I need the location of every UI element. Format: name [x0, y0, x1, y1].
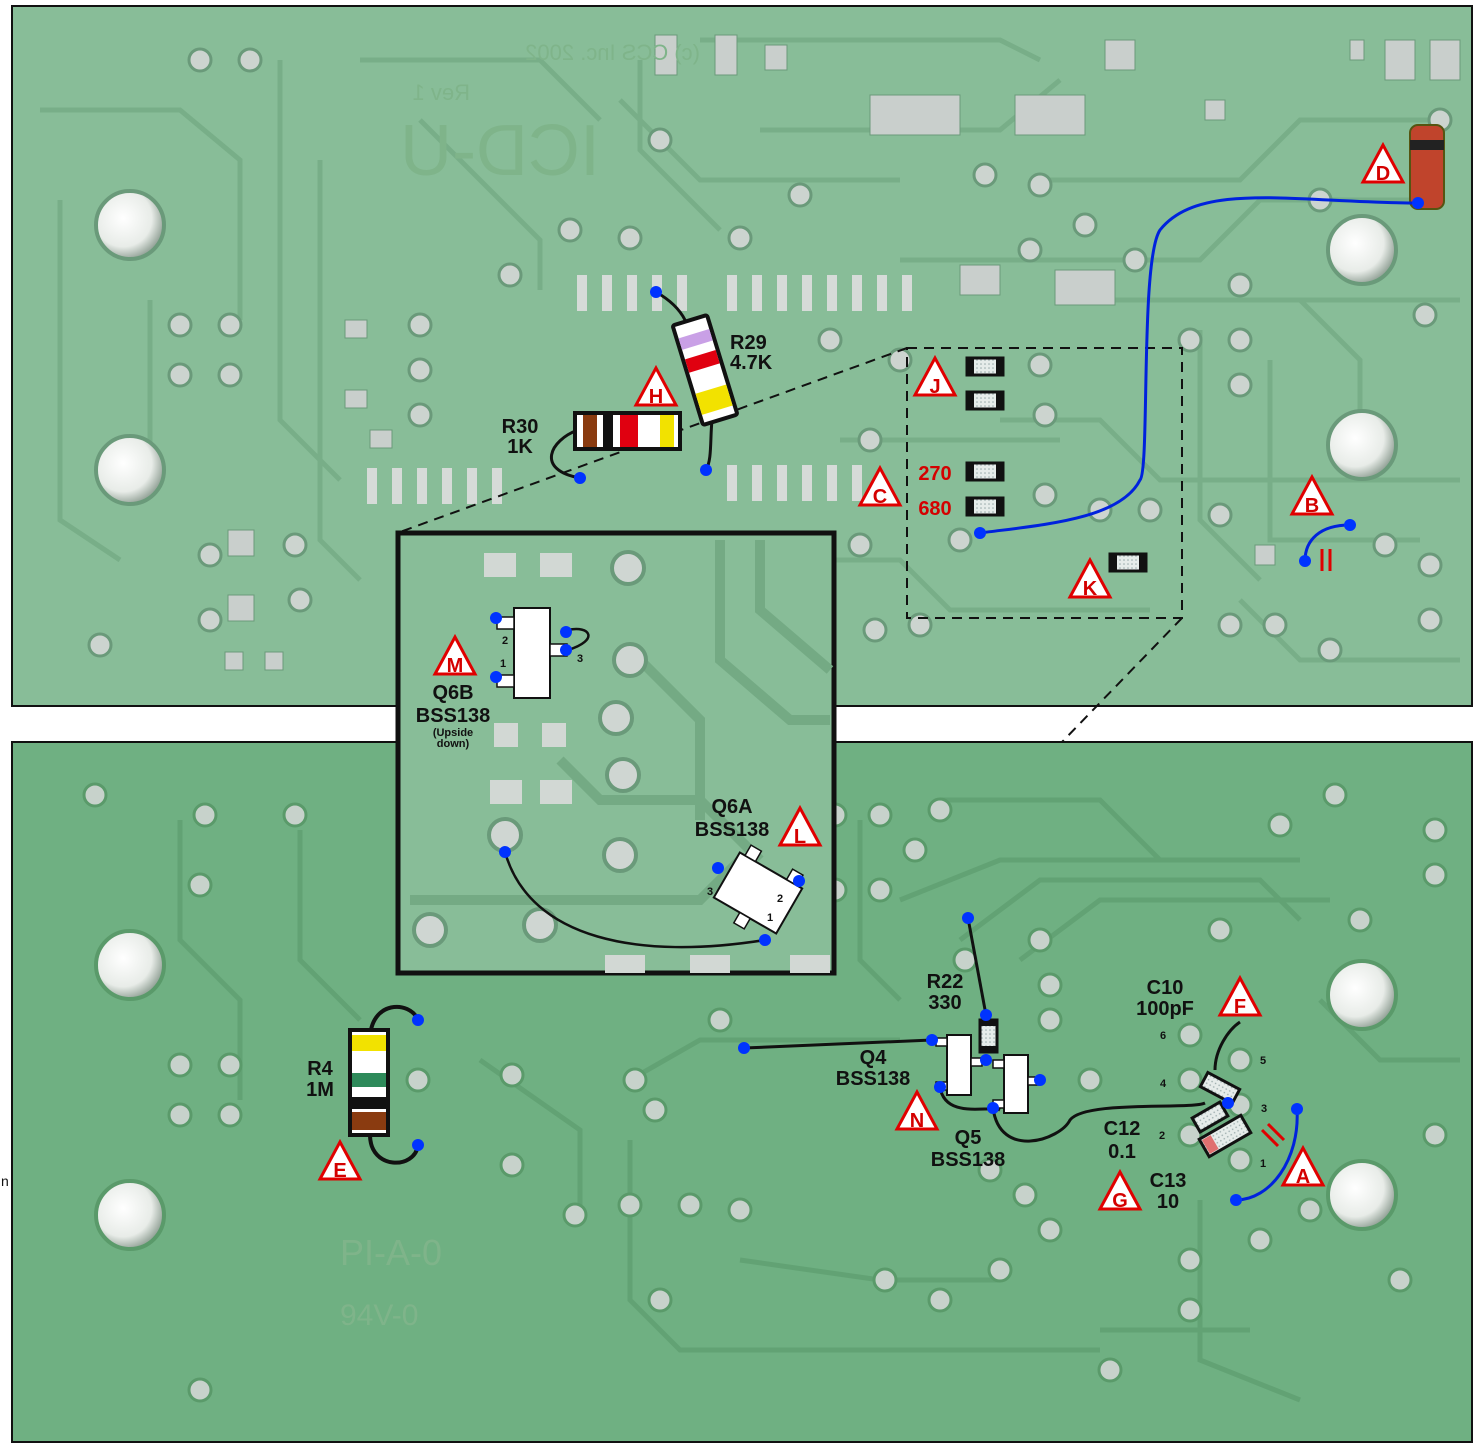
zoom-region — [399, 347, 1183, 743]
top-mounting-holes — [94, 189, 1398, 506]
label-q6a-ref: Q6A — [711, 796, 752, 818]
label-c10-ref: C10 — [1147, 977, 1184, 999]
bottom-pads — [82, 782, 1448, 1403]
marker-l-icon: L — [777, 804, 823, 848]
marker-m-icon: M — [432, 633, 478, 677]
svg-text:2: 2 — [777, 893, 783, 905]
label-r22-value: 330 — [928, 992, 961, 1014]
svg-text:3: 3 — [577, 653, 583, 665]
component-labels: R29 4.7K R30 1K R4 1M R22 330 Q4 BSS138 … — [306, 332, 1194, 1213]
resistor-r4 — [348, 1028, 390, 1137]
silkscreen-bottom-name: PI-A-0 — [340, 1232, 442, 1273]
label-q6b-note: (Upside down) — [432, 728, 474, 750]
label-q4-part: BSS138 — [836, 1068, 911, 1090]
edge-text: n — [1, 1173, 9, 1189]
svg-text:G: G — [1112, 1190, 1128, 1212]
svg-text:2: 2 — [502, 635, 508, 647]
capacitor-symbols — [1260, 549, 1332, 1148]
label-smd-680: 680 — [918, 498, 951, 520]
svg-text:C: C — [873, 486, 887, 508]
label-c13-ref: C13 — [1150, 1170, 1187, 1192]
svg-text:M: M — [447, 655, 464, 677]
wire-blue-a — [1235, 1108, 1299, 1202]
wire-nodes — [412, 197, 1424, 1206]
svg-text:1: 1 — [1260, 1158, 1266, 1170]
svg-text:3: 3 — [1261, 1103, 1267, 1115]
svg-text:J: J — [929, 376, 940, 398]
label-c12-value: 0.1 — [1108, 1141, 1136, 1163]
marker-c-icon: C — [857, 464, 903, 508]
smd-resistors — [965, 356, 1148, 1054]
top-smd-pads — [224, 34, 1461, 671]
label-r4-ref: R4 — [307, 1058, 333, 1080]
label-r29-ref: R29 — [730, 332, 767, 354]
svg-text:3: 3 — [707, 886, 713, 898]
label-q5-part: BSS138 — [931, 1149, 1006, 1171]
label-q6b-part: BSS138 — [416, 705, 491, 727]
wire-blue-d — [979, 196, 1419, 535]
label-c12-ref: C12 — [1104, 1118, 1141, 1140]
marker-d-icon: D — [1360, 141, 1406, 185]
markers: A B C D E F G H J K L M N — [317, 141, 1406, 1212]
marker-h-icon: H — [633, 364, 679, 408]
diode — [1409, 124, 1445, 210]
transistor-q5 — [992, 1054, 1040, 1114]
label-smd-270: 270 — [918, 463, 951, 485]
label-q4-ref: Q4 — [860, 1047, 888, 1069]
label-r30-ref: R30 — [502, 416, 539, 438]
svg-text:1: 1 — [767, 912, 773, 924]
label-q5-ref: Q5 — [955, 1127, 982, 1149]
transistor-q6a — [712, 844, 805, 935]
label-r29-value: 4.7K — [730, 352, 773, 374]
pin-labels: 1 2 3 1 2 3 1 2 3 4 5 6 — [500, 635, 1267, 1170]
marker-g-icon: G — [1097, 1168, 1143, 1212]
marker-b-icon: B — [1289, 473, 1335, 517]
svg-text:2: 2 — [1159, 1130, 1165, 1142]
marker-f-icon: F — [1217, 974, 1263, 1018]
svg-text:K: K — [1083, 578, 1098, 600]
svg-text:N: N — [910, 1110, 924, 1132]
svg-text:5: 5 — [1260, 1055, 1266, 1067]
svg-text:4: 4 — [1160, 1078, 1167, 1090]
top-traces — [40, 37, 1460, 693]
svg-text:L: L — [794, 826, 806, 848]
svg-text:B: B — [1305, 495, 1319, 517]
marker-e-icon: E — [317, 1138, 363, 1182]
resistor-r30 — [573, 411, 682, 451]
bottom-mounting-holes — [94, 929, 1398, 1251]
svg-text:E: E — [333, 1160, 346, 1182]
svg-text:A: A — [1296, 1166, 1310, 1188]
capacitors-c10-c12-c13 — [1190, 1070, 1253, 1159]
silkscreen-rev: Rev 1 — [413, 80, 470, 105]
label-r4-value: 1M — [306, 1079, 334, 1101]
silkscreen-bottom-rating: 94V-0 — [340, 1299, 418, 1332]
label-r22-ref: R22 — [927, 971, 964, 993]
silkscreen-board-name: ICD-U — [400, 111, 600, 191]
svg-text:1: 1 — [500, 658, 506, 670]
marker-k-icon: K — [1067, 556, 1113, 600]
resistor-r29 — [671, 313, 739, 427]
top-pads — [87, 47, 1453, 663]
transistor-q6b — [496, 607, 568, 699]
marker-j-icon: J — [912, 354, 958, 398]
svg-text:H: H — [649, 386, 663, 408]
top-silkscreen: (c) CCS Inc. 2002 — [525, 40, 700, 65]
svg-text:D: D — [1376, 163, 1390, 185]
silkscreen-copyright: (c) CCS Inc. 2002 — [525, 40, 700, 65]
label-r30-value: 1K — [507, 436, 533, 458]
marker-a-icon: A — [1280, 1144, 1326, 1188]
label-q6a-part: BSS138 — [695, 819, 770, 841]
svg-text:F: F — [1234, 996, 1246, 1018]
svg-text:6: 6 — [1160, 1030, 1166, 1042]
label-q6b-ref: Q6B — [432, 682, 473, 704]
label-c10-value: 100pF — [1136, 998, 1194, 1020]
label-c13-value: 10 — [1157, 1191, 1179, 1213]
marker-n-icon: N — [894, 1088, 940, 1132]
